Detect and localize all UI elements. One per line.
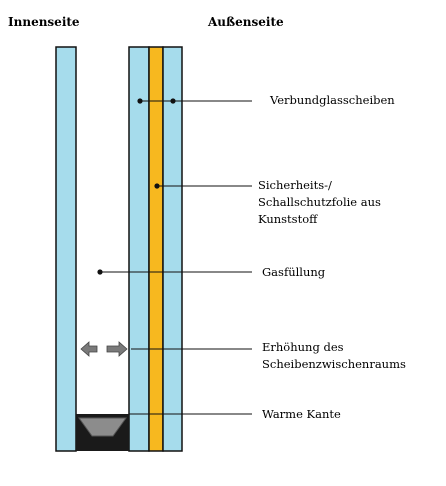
label-gap-line1: Erhöhung des [262,340,344,354]
dot-gas [97,269,103,275]
inner-glass-pane [55,46,77,452]
laminated-foil-layer [148,46,164,452]
label-edge: Warme Kante [262,407,341,421]
leader-dots [97,98,176,275]
laminated-glass-pane-outer [162,46,183,452]
label-laminated-glass: Verbundglasscheiben [269,93,395,107]
leader-lines [100,100,252,415]
warm-edge-spacer [78,417,127,437]
label-foil-line1: Sicherheits-/ [258,178,332,192]
header-outside: Außenseite [207,15,284,29]
label-foil-line3: Kunststoff [258,212,318,226]
label-gas: Gasfüllung [262,265,326,279]
header-inside: Innenseite [8,15,80,29]
dot-laminated-glass-inner [137,98,143,104]
dot-laminated-glass-outer [170,98,176,104]
dot-foil [154,183,160,189]
double-arrow-left-right-icon [80,341,128,357]
label-foil-line2: Schallschutzfolie aus [258,195,381,209]
label-gap-line2: Scheibenzwischenraums [262,357,406,371]
laminated-glass-pane-inner [128,46,150,452]
